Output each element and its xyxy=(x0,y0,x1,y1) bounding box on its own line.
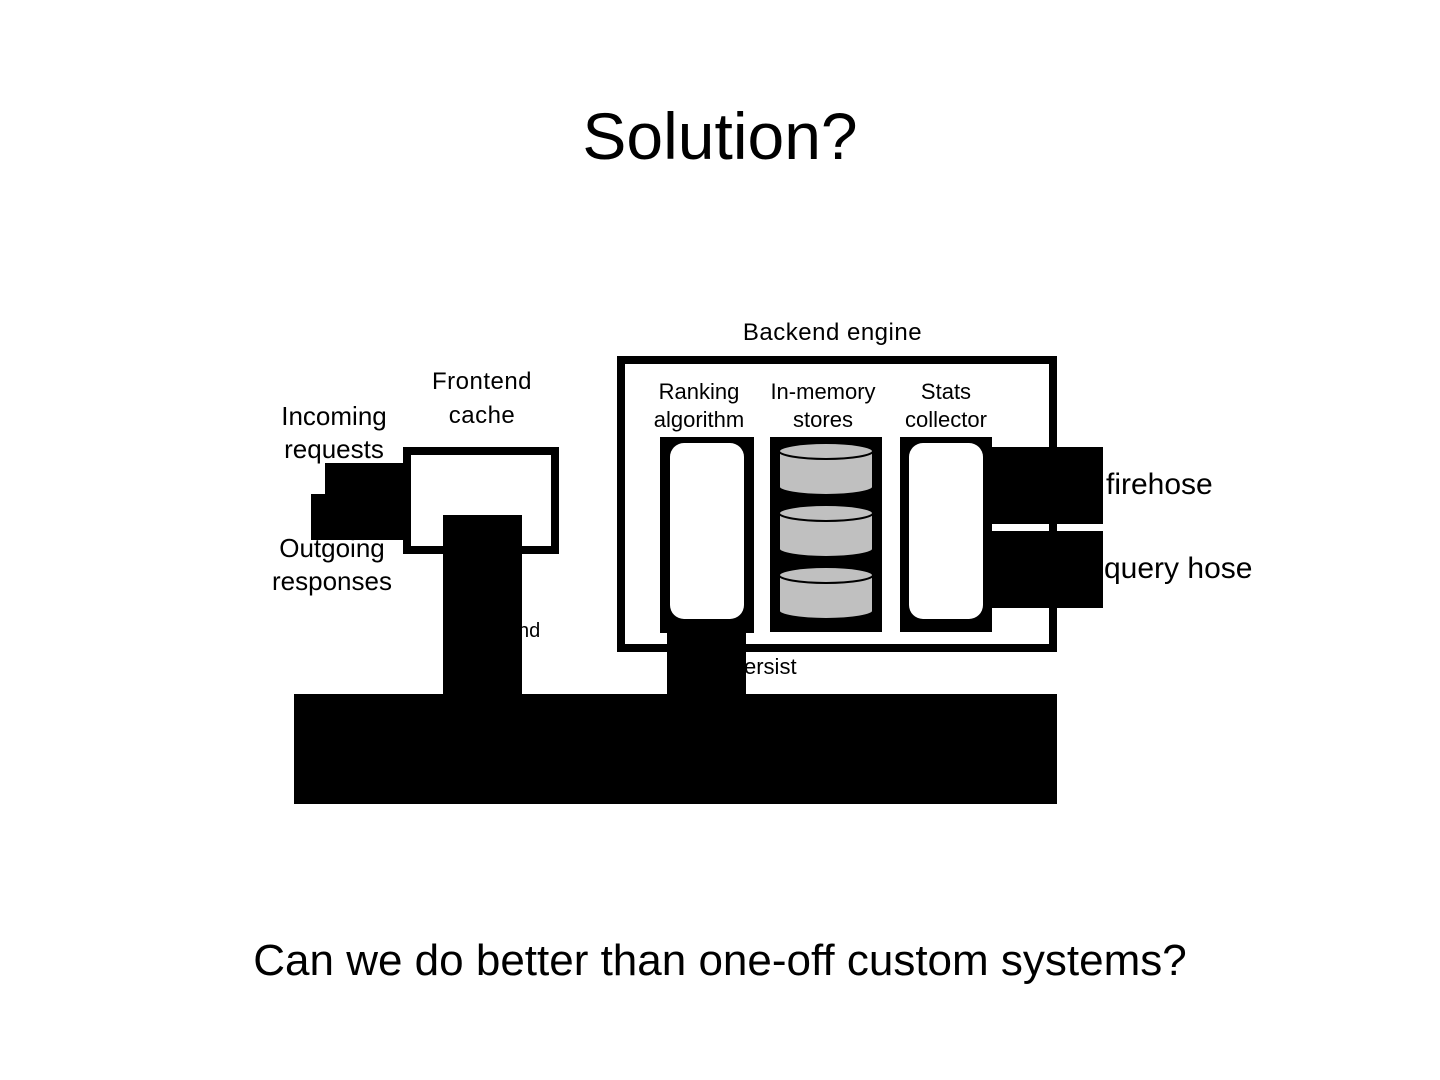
incoming-line1: Incoming xyxy=(281,401,387,431)
storage-bar xyxy=(294,694,1057,804)
query-hose-label: query hose xyxy=(1104,552,1253,585)
query-hose-connector xyxy=(986,531,1103,608)
frontend-connector xyxy=(443,515,522,705)
ranking-line1: Ranking xyxy=(658,379,740,404)
partial-label-persist: ersist xyxy=(744,654,797,679)
stats-line1: Stats xyxy=(920,379,972,404)
slide-title: Solution? xyxy=(582,99,858,173)
partial-label-frontend: nd xyxy=(518,620,541,642)
stats-collector-label: Stats collector xyxy=(893,378,999,433)
stats-line2: collector xyxy=(905,406,987,432)
stats-collector-inner xyxy=(909,443,983,619)
outgoing-line2: responses xyxy=(272,565,392,596)
inmemory-line1: In-memory xyxy=(770,379,876,404)
backend-persist-connector xyxy=(667,620,746,705)
firehose-label: firehose xyxy=(1106,468,1213,501)
frontend-cache-label: Frontend cache xyxy=(400,367,564,431)
ranking-line2: algorithm xyxy=(653,406,745,432)
outgoing-arrow xyxy=(311,494,407,540)
incoming-line2: requests xyxy=(284,433,384,464)
ranking-algorithm-inner xyxy=(670,443,744,619)
cylinder-store-3 xyxy=(778,566,874,620)
cylinder-store-1 xyxy=(778,442,874,496)
incoming-arrow xyxy=(325,463,407,497)
slide-subtitle: Can we do better than one-off custom sys… xyxy=(253,936,1187,985)
inmemory-line2: stores xyxy=(793,406,853,432)
in-memory-stores-label: In-memory stores xyxy=(760,378,886,433)
incoming-requests-label: Incoming requests xyxy=(256,400,412,465)
ranking-algorithm-label: Ranking algorithm xyxy=(640,378,758,433)
outgoing-responses-label: Outgoing responses xyxy=(250,532,414,597)
frontend-cache-label-line2: cache xyxy=(448,402,516,429)
backend-engine-label: Backend engine xyxy=(742,319,923,346)
firehose-connector xyxy=(986,447,1103,524)
frontend-cache-label-line1: Frontend xyxy=(431,368,533,395)
cylinder-store-2 xyxy=(778,504,874,558)
